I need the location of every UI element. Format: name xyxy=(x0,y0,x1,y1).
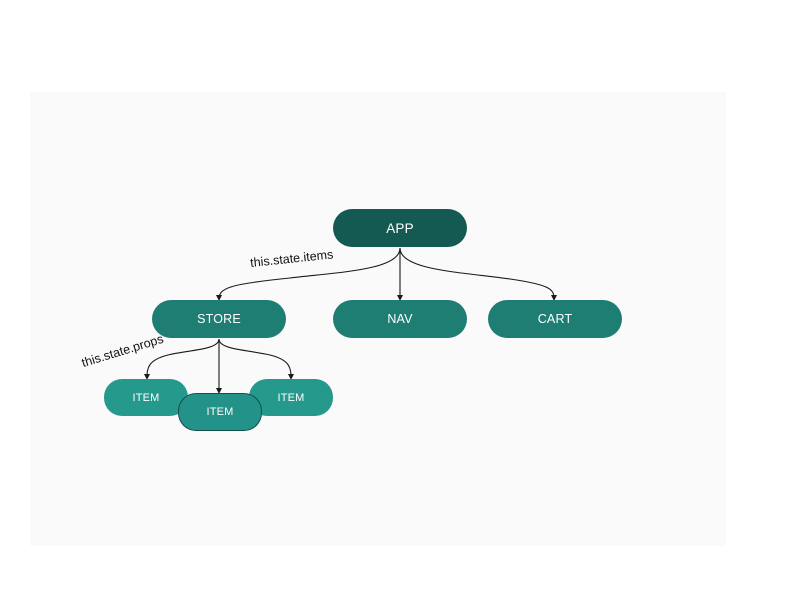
node-item-left[interactable]: ITEM xyxy=(104,379,188,416)
node-item-right[interactable]: ITEM xyxy=(249,379,333,416)
node-app-label: APP xyxy=(386,220,414,236)
edge-app-to-store xyxy=(216,247,401,301)
node-item-right-label: ITEM xyxy=(277,391,305,404)
node-store-label: STORE xyxy=(197,312,241,326)
node-app[interactable]: APP xyxy=(333,209,467,247)
node-item-left-label: ITEM xyxy=(132,391,160,404)
edge-app-to-cart xyxy=(399,247,557,301)
node-cart[interactable]: CART xyxy=(488,300,622,338)
edge-store-to-item-left xyxy=(144,338,220,380)
node-item-center[interactable]: ITEM xyxy=(178,393,262,431)
edge-store-to-item-right xyxy=(218,338,294,380)
node-cart-label: CART xyxy=(537,312,573,326)
node-store[interactable]: STORE xyxy=(152,300,286,338)
node-nav-label: NAV xyxy=(387,312,413,326)
node-nav[interactable]: NAV xyxy=(333,300,467,338)
node-item-center-label: ITEM xyxy=(206,406,234,418)
